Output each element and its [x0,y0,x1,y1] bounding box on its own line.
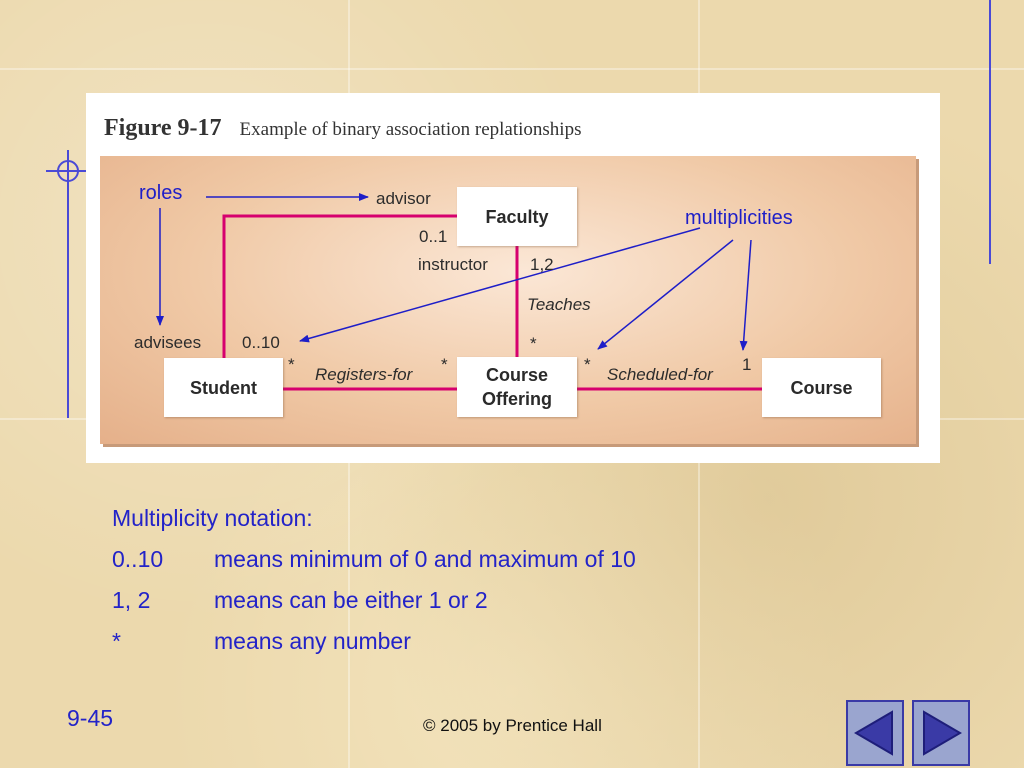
decor-circle [57,160,79,182]
notes-row: 0..10 means minimum of 0 and maximum of … [112,546,636,587]
entity-course-offering-label-line2: Offering [482,389,552,409]
multiplicity-offering-registers: * [441,355,448,374]
notes-meaning: means minimum of 0 and maximum of 10 [214,546,636,572]
entity-course-label: Course [790,377,853,398]
multiplicities-arrow-to-course [739,239,752,351]
association-scheduled-for: Scheduled-for [607,365,713,384]
notes-heading: Multiplicity notation: [112,505,313,531]
figure-number: Figure 9-17 [104,115,222,141]
multiplicity-student-registers: * [288,355,295,374]
entity-faculty-label: Faculty [485,206,549,227]
role-advisor: advisor [376,189,431,208]
advises-association-line [222,214,457,358]
multiplicity-course-scheduled: 1 [742,355,752,374]
copyright-text: © 2005 by Prentice Hall [423,716,602,735]
notes-row: 1, 2 means can be either 1 or 2 [112,587,636,628]
notes-symbol: 1, 2 [112,587,151,613]
annotation-multiplicities: multiplicities [685,207,793,229]
figure-caption: Example of binary association replations… [239,119,582,140]
entity-student: Student [164,358,283,417]
multiplicity-notes: Multiplicity notation: 0..10 means minim… [112,505,636,669]
figure-title: Figure 9-17 Example of binary associatio… [104,115,581,142]
notes-meaning: means any number [214,628,411,654]
multiplicities-arrow-to-offering [597,239,734,350]
annotation-roles: roles [139,182,183,204]
next-slide-button[interactable] [912,700,970,766]
previous-slide-button[interactable] [846,700,904,766]
notes-symbol: 0..10 [112,546,164,572]
decor-vertical-line-left [67,150,69,418]
role-advisees: advisees [134,333,202,352]
multiplicity-offering-teaches: * [530,334,537,353]
triangle-left-icon [854,710,893,756]
multiplicity-faculty-advisor: 0..1 [419,227,448,246]
association-registers-for: Registers-for [315,365,413,384]
multiplicity-offering-scheduled: * [584,355,591,374]
entity-faculty: Faculty [457,187,577,246]
entity-course: Course [762,358,881,417]
role-instructor: instructor [418,255,488,274]
association-teaches: Teaches [527,295,591,314]
notes-row: * means any number [112,628,636,669]
triangle-right-icon [923,710,962,756]
entity-course-offering-label-line1: Course [485,365,548,385]
multiplicities-arrow-to-student [299,227,701,343]
entity-student-label: Student [190,377,257,398]
multiplicity-student-advisees: 0..10 [242,333,280,352]
notes-symbol: * [112,628,121,654]
notes-meaning: means can be either 1 or 2 [214,587,488,613]
multiplicity-faculty-teaches: 1,2 [530,255,554,274]
slide-number: 9-45 [67,705,114,731]
decor-vertical-line-right [989,0,991,264]
entity-course-offering: Course Offering [457,357,577,417]
